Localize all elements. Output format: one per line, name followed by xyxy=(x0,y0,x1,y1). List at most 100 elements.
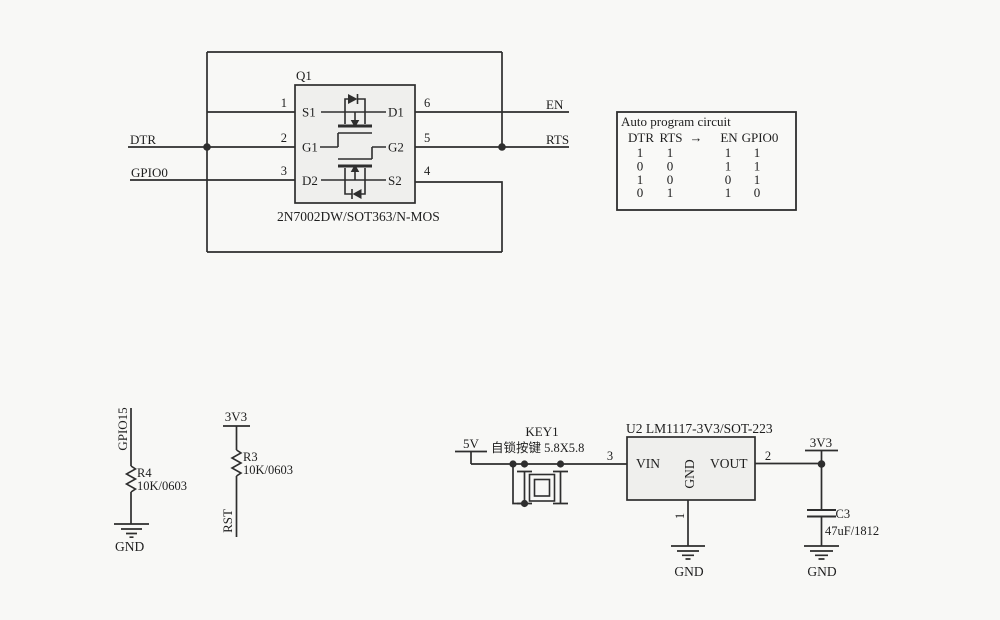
gnd-label: GND xyxy=(115,539,144,554)
pin-number: 4 xyxy=(424,164,431,178)
pin-number: 2 xyxy=(765,449,771,463)
col-header: RTS xyxy=(659,130,682,145)
pin-number: 2 xyxy=(281,131,287,145)
truth-table: Auto program circuit DTR RTS → EN GPIO0 … xyxy=(616,111,797,211)
pin-number: 1 xyxy=(673,513,687,519)
junction-dot xyxy=(498,143,506,151)
pin-name: G1 xyxy=(302,140,318,155)
u2-body xyxy=(626,436,756,501)
junction-dot xyxy=(203,143,211,151)
net-label-rts: RTS xyxy=(546,132,569,147)
table-row: 1 1 1 1 xyxy=(637,145,761,160)
cell: 1 xyxy=(637,145,644,160)
mosfet-symbol-bottom xyxy=(321,146,386,199)
pin-name: S2 xyxy=(388,173,402,188)
resistor-value: 10K/0603 xyxy=(243,463,293,477)
capacitor-plates xyxy=(807,508,836,518)
net-label-rst: RST xyxy=(220,509,235,533)
cell: 0 xyxy=(725,172,732,187)
net-label-gpio0: GPIO0 xyxy=(131,165,168,180)
table-row: 0 0 1 1 xyxy=(637,159,761,174)
net-label-3v3-out: 3V3 xyxy=(810,435,832,450)
table-row: 0 1 1 0 xyxy=(637,185,761,200)
mosfet-contact xyxy=(344,168,366,180)
resistor-value: 10K/0603 xyxy=(137,479,187,493)
pin-name: D2 xyxy=(302,173,318,188)
net-label-gpio15: GPIO15 xyxy=(115,407,130,450)
cell: 0 xyxy=(667,172,674,187)
cell: 1 xyxy=(725,159,732,174)
pin-name-vout: VOUT xyxy=(710,456,748,471)
cell: 0 xyxy=(637,159,644,174)
r3-branch: 3V3 R3 10K/0603 RST xyxy=(220,409,293,537)
col-header: → xyxy=(690,130,703,145)
junction-dot xyxy=(556,460,565,468)
cell: 0 xyxy=(637,185,644,200)
key-cap-outer xyxy=(528,473,556,502)
pin-name: S1 xyxy=(302,105,316,120)
body-diode-loop xyxy=(344,98,366,112)
net-label-5v: 5V xyxy=(463,436,480,451)
pin-name-vin: VIN xyxy=(636,456,660,471)
q1-loop-wires xyxy=(128,51,569,253)
cap-refdes: C3 xyxy=(836,507,851,521)
key-switch: KEY1 自锁按键 5.8X5.8 xyxy=(491,424,584,508)
junction-dot xyxy=(520,460,529,468)
pin-number: 3 xyxy=(281,164,287,178)
body-diode-loop xyxy=(344,180,366,195)
net-label-dtr: DTR xyxy=(130,132,156,147)
output-filter: 3V3 C3 47uF/1812 GND xyxy=(804,435,879,579)
cell: 1 xyxy=(725,145,732,160)
cell: 1 xyxy=(667,185,674,200)
cell: 1 xyxy=(725,185,732,200)
pin-number: 1 xyxy=(281,96,287,110)
key-plate-right xyxy=(553,470,568,505)
net-label-en: EN xyxy=(546,97,564,112)
key-plate-left xyxy=(517,470,532,505)
mosfet-symbol-top xyxy=(320,94,386,148)
cap-value: 47uF/1812 xyxy=(825,524,879,538)
cell: 1 xyxy=(637,172,644,187)
table-row: 1 0 0 1 xyxy=(637,172,761,187)
junction-dot xyxy=(817,460,826,468)
resistor-refdes: R3 xyxy=(243,450,258,464)
pin-number: 5 xyxy=(424,131,430,145)
key-cap-inner xyxy=(533,478,551,497)
power-circuit: 5V KEY1 自锁按键 5.8X5.8 3 U2 LM1117-3V3/SOT… xyxy=(455,421,879,579)
pin-name-gnd: GND xyxy=(682,459,697,488)
key-refdes: KEY1 xyxy=(525,424,558,439)
mosfet-contact xyxy=(344,112,366,124)
cell: 1 xyxy=(754,159,761,174)
wire xyxy=(470,451,627,465)
substrate-arrow xyxy=(350,120,360,128)
col-header: DTR xyxy=(628,130,654,145)
resistor-zigzag xyxy=(230,449,243,477)
cell: 1 xyxy=(667,145,674,160)
pin-number: 3 xyxy=(607,449,613,463)
diode-triangle xyxy=(348,94,358,104)
u2-title: U2 LM1117-3V3/SOT-223 xyxy=(626,421,773,436)
col-header: EN xyxy=(720,130,738,145)
resistor-zigzag xyxy=(124,465,138,493)
pin-number: 6 xyxy=(424,96,430,110)
pin-name: D1 xyxy=(388,105,404,120)
q1-body xyxy=(294,84,416,204)
truth-table-border xyxy=(616,111,797,211)
mosfet-gate xyxy=(338,146,386,160)
resistor-refdes: R4 xyxy=(137,466,152,480)
gnd-symbol xyxy=(114,523,149,539)
truth-table-title: Auto program circuit xyxy=(621,114,731,129)
diode-triangle xyxy=(352,189,362,199)
mosfet-gate xyxy=(320,132,372,148)
cell: 0 xyxy=(754,185,761,200)
pin-name: G2 xyxy=(388,140,404,155)
gnd-symbol xyxy=(804,545,839,560)
u2-regulator: 3 U2 LM1117-3V3/SOT-223 VIN GND VOUT 1 G… xyxy=(607,421,822,579)
cell: 1 xyxy=(754,145,761,160)
q1-refdes: Q1 xyxy=(296,68,312,83)
cell: 0 xyxy=(667,159,674,174)
wire xyxy=(415,181,503,252)
key-description: 自锁按键 5.8X5.8 xyxy=(491,440,584,455)
